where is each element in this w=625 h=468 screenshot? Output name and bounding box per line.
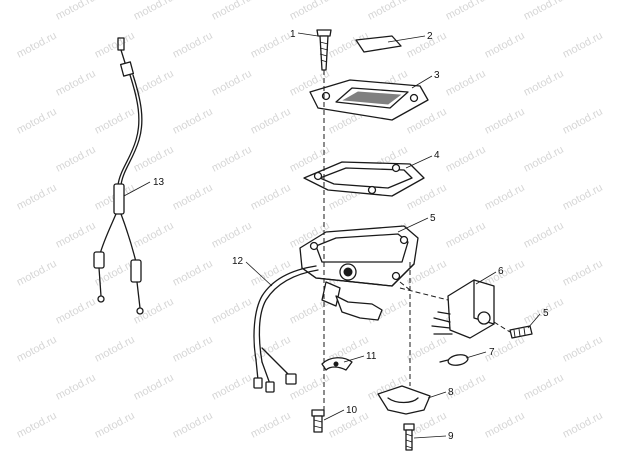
watermark-text: motod.ru [210, 144, 254, 175]
callout-1: 1 [290, 29, 296, 40]
watermark-text: motod.ru [171, 410, 215, 441]
part-3-top-cover [309, 79, 429, 121]
watermark-text: motod.ru [561, 258, 605, 289]
part-8-clamp [377, 385, 431, 415]
watermark-text: motod.ru [171, 106, 215, 137]
watermark-text: motod.ru [444, 68, 488, 99]
watermark-text: motod.ru [93, 106, 137, 137]
watermark-text: motod.ru [210, 296, 254, 327]
watermark-text: motod.ru [171, 30, 215, 61]
watermark-text: motod.ru [249, 106, 293, 137]
part-2-decal [355, 35, 402, 53]
callout-10: 10 [346, 405, 358, 416]
part-13-wire-lead [93, 37, 144, 315]
callout-13: 13 [153, 177, 165, 188]
watermark-text: motod.ru [132, 144, 176, 175]
watermark-text: motod.ru [249, 258, 293, 289]
part-4-gasket [303, 161, 425, 197]
watermark-text: motod.ru [15, 334, 59, 365]
watermark-text: motod.ru [93, 334, 137, 365]
watermark-text: motod.ru [54, 68, 98, 99]
part-11-clip [321, 357, 353, 371]
watermark-text: motod.ru [171, 182, 215, 213]
watermark-text: motod.ru [210, 220, 254, 251]
watermark-text: motod.ru [288, 0, 332, 23]
assembly-axes [323, 70, 511, 410]
watermark-text: motod.ru [54, 220, 98, 251]
watermark-text: motod.ru [561, 30, 605, 61]
watermark-text: motod.ru [522, 0, 566, 23]
watermark-text: motod.ru [405, 334, 449, 365]
callout-labels: 1 2 3 4 5 6 5 7 8 9 10 11 12 13 [153, 29, 549, 442]
watermark-text: motod.ru [249, 182, 293, 213]
watermark-text: motod.ru [483, 410, 527, 441]
watermark-text: motod.ru [15, 410, 59, 441]
watermark-text: motod.ru [483, 182, 527, 213]
part-6-switch-block [399, 279, 495, 339]
watermark-text: motod.ru [522, 372, 566, 403]
watermark-text: motod.ru [15, 182, 59, 213]
watermark-text: motod.ru [93, 30, 137, 61]
part-7-bulb [439, 354, 469, 366]
callout-8: 8 [448, 387, 454, 398]
watermark-text: motod.ru [132, 0, 176, 23]
watermark-text: motod.ru [561, 410, 605, 441]
part-12-harness [253, 265, 319, 393]
watermark-text: motod.ru [405, 106, 449, 137]
callout-4: 4 [434, 150, 440, 161]
watermark-text: motod.ru [522, 144, 566, 175]
watermark-text: motod.ru [132, 372, 176, 403]
watermark-text: motod.ru [210, 0, 254, 23]
watermark-text: motod.ru [249, 410, 293, 441]
callout-12: 12 [232, 256, 244, 267]
watermark-text: motod.ru [15, 106, 59, 137]
watermark-text: motod.ru [210, 372, 254, 403]
watermark-text: motod.ru [366, 0, 410, 23]
watermark-text: motod.ru [444, 0, 488, 23]
callout-9: 9 [448, 431, 454, 442]
part-10-bolt [311, 409, 325, 433]
watermark-layer: motod.ru motod.ru motod.ru motod.ru motod.ru… [15, 0, 605, 441]
callout-5b: 5 [543, 308, 549, 319]
watermark-text: motod.ru [483, 106, 527, 137]
watermark-text: motod.ru [561, 334, 605, 365]
watermark-text: motod.ru [444, 144, 488, 175]
watermark-text: motod.ru [54, 296, 98, 327]
watermark-text: motod.ru [405, 182, 449, 213]
callout-6: 6 [498, 266, 504, 277]
watermark-text: motod.ru [54, 372, 98, 403]
watermark-text: motod.ru [522, 220, 566, 251]
callout-2: 2 [427, 31, 433, 42]
watermark-text: motod.ru [444, 220, 488, 251]
watermark-text: motod.ru [171, 258, 215, 289]
callout-3: 3 [434, 70, 440, 81]
watermark-text: motod.ru [54, 144, 98, 175]
watermark-text: motod.ru [54, 0, 98, 23]
watermark-text: motod.ru [561, 106, 605, 137]
watermark-text: motod.ru [132, 220, 176, 251]
callout-5a: 5 [430, 213, 436, 224]
watermark-text: motod.ru [522, 68, 566, 99]
part-5-housing [299, 225, 419, 321]
leader-lines [123, 32, 541, 439]
watermark-text: motod.ru [15, 30, 59, 61]
watermark-text: motod.ru [483, 30, 527, 61]
part-1-screw [316, 29, 332, 71]
watermark-text: motod.ru [561, 182, 605, 213]
watermark-text: motod.ru [249, 30, 293, 61]
callout-11: 11 [366, 351, 377, 362]
callout-7: 7 [489, 347, 495, 358]
watermark-text: motod.ru [15, 258, 59, 289]
watermark-text: motod.ru [210, 68, 254, 99]
watermark-text: motod.ru [171, 334, 215, 365]
part-9-bolt [403, 423, 415, 451]
watermark-text: motod.ru [93, 410, 137, 441]
part-5-pin [509, 325, 533, 339]
